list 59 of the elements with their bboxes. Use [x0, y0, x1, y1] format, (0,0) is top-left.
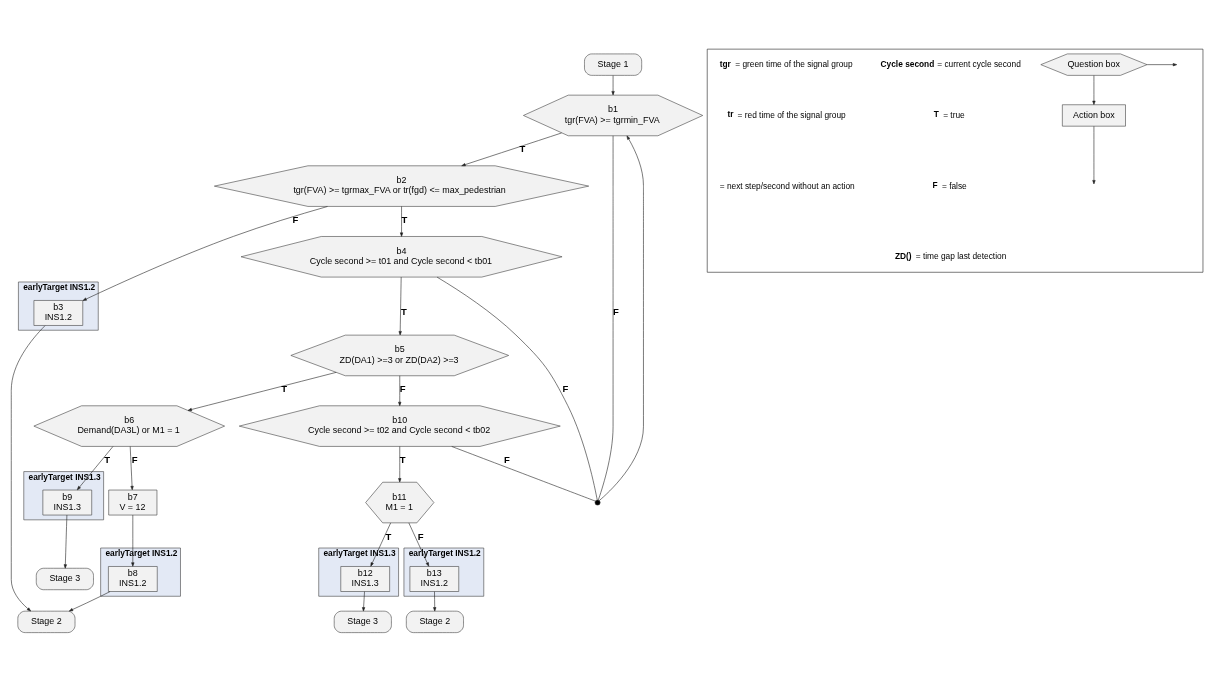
arrow — [63, 514, 68, 569]
arrow — [1146, 63, 1178, 67]
label: tr = red time of the signal group — [727, 109, 846, 120]
edge-label: F — [562, 383, 569, 395]
arrow — [187, 372, 337, 412]
arrow — [599, 135, 644, 501]
edge-label: F — [292, 214, 299, 226]
arrow — [76, 446, 114, 491]
node-box: b8 INS1.2 — [108, 566, 158, 592]
arrow — [433, 591, 437, 612]
node-box: b7 V = 12 — [108, 489, 158, 516]
edge-label: T — [281, 383, 288, 395]
arrow — [611, 75, 615, 96]
connector — [451, 446, 596, 502]
node-box: Action box — [1062, 104, 1126, 127]
node-box: b12 INS1.3 — [340, 566, 390, 592]
arrow — [398, 446, 402, 483]
arrow — [398, 276, 402, 336]
edge-label: F — [504, 454, 510, 466]
node-box: b13 INS1.2 — [409, 566, 460, 592]
node-circle — [594, 499, 601, 506]
arrow — [408, 522, 430, 567]
node-box: b9 INS1.3 — [42, 489, 92, 516]
label: tgr = green time of the signal group — [719, 58, 853, 70]
arrow — [82, 206, 328, 301]
label: Cycle second = current cycle second — [880, 58, 1021, 70]
edge-label: F — [613, 305, 619, 317]
node-box: b3 INS1.2 — [33, 300, 84, 326]
node-box: Stage 2 — [406, 610, 464, 633]
arrow — [461, 132, 562, 167]
edge-label: T — [519, 143, 526, 155]
node-box: Stage 1 — [584, 53, 642, 76]
arrow — [131, 514, 135, 567]
label: ZD() = time gap last detection — [894, 250, 1007, 262]
label: F = false — [932, 180, 967, 191]
edge-label: T — [385, 530, 392, 542]
arrow — [1092, 126, 1096, 185]
label: = next step/second without an action — [719, 180, 855, 191]
edge-label: F — [399, 383, 406, 395]
edge-label: T — [400, 305, 407, 317]
edge-label: T — [401, 214, 408, 226]
arrow — [68, 591, 111, 612]
edge-label: T — [399, 454, 406, 466]
arrow — [362, 591, 366, 612]
connector — [436, 276, 598, 501]
node-box: Stage 3 — [36, 567, 94, 590]
arrow — [10, 325, 46, 612]
cluster — [706, 48, 1204, 273]
arrow — [129, 446, 134, 491]
arrow — [1092, 75, 1096, 105]
node-box: Stage 3 — [333, 610, 392, 633]
arrow — [370, 522, 391, 567]
connector — [598, 135, 614, 501]
arrow — [400, 206, 404, 237]
arrow — [398, 375, 402, 407]
edge-label: F — [417, 530, 424, 542]
edge-label: T — [104, 454, 111, 466]
edge-label: F — [131, 454, 138, 466]
label: T = true — [933, 109, 965, 120]
